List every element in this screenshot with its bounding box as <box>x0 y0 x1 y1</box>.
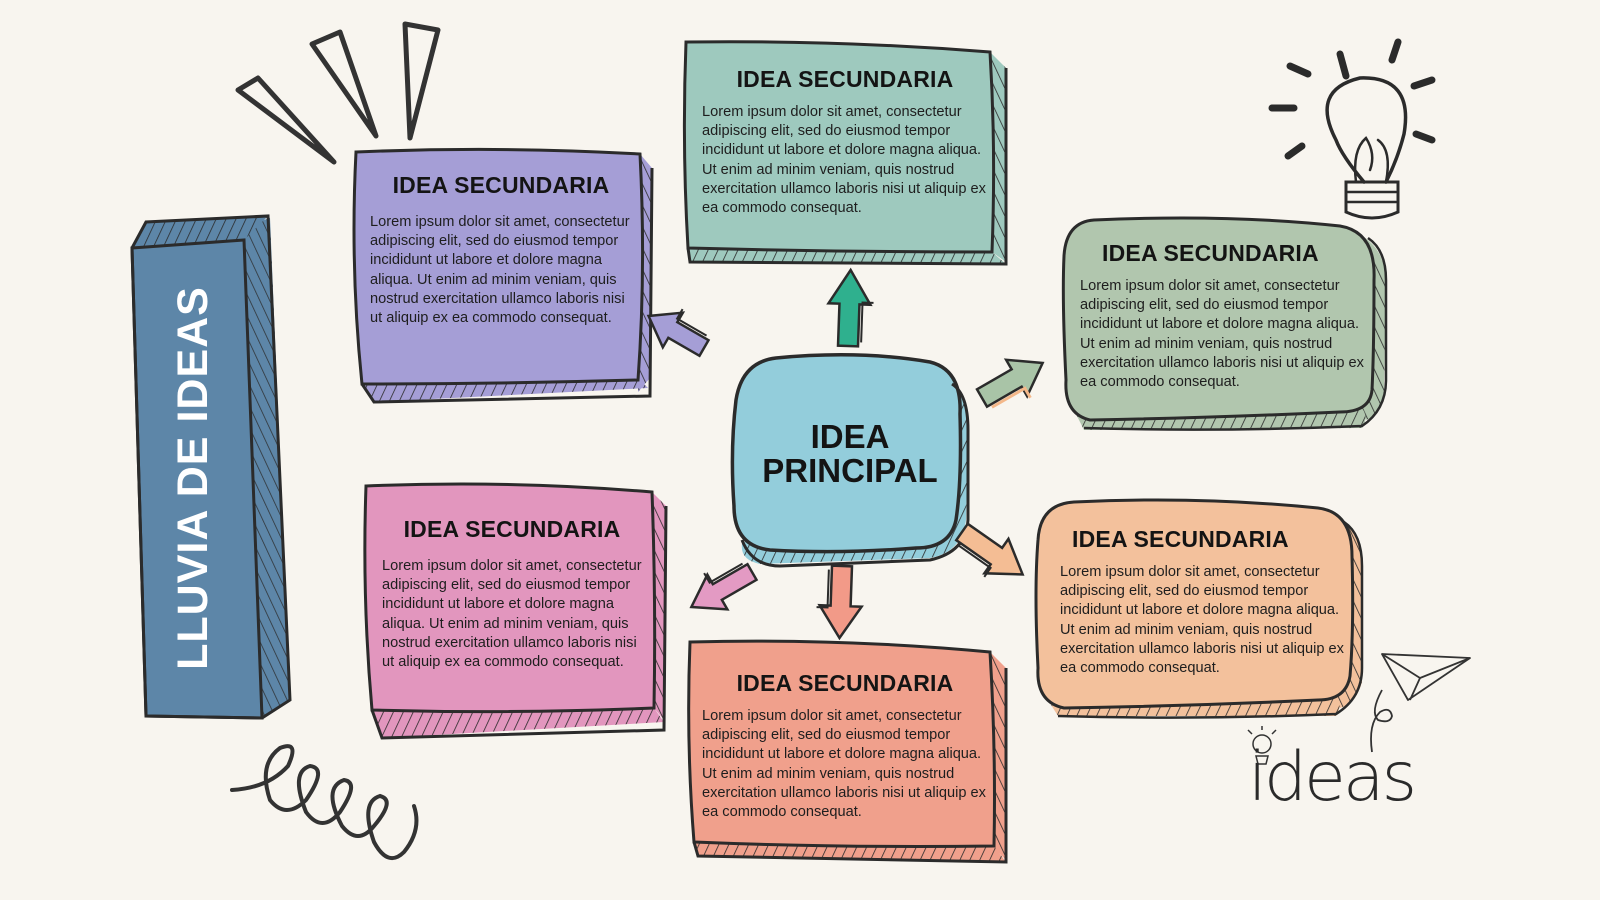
box-shape-salmon <box>687 639 1008 864</box>
small-lightbulb-icon <box>1247 726 1277 765</box>
arrow-to-salmon <box>816 564 864 641</box>
box-shape-orange <box>1034 498 1364 719</box>
main-idea-line1: IDEA <box>810 418 890 455</box>
secondary-idea-title: IDEA SECUNDARIA <box>403 516 621 542</box>
secondary-idea-title: IDEA SECUNDARIA <box>1072 526 1289 552</box>
secondary-idea-pink: IDEA SECUNDARIA Lorem ipsum dolor sit am… <box>382 516 642 672</box>
secondary-idea-teal: IDEA SECUNDARIA Lorem ipsum dolor sit am… <box>702 66 988 218</box>
secondary-idea-orange: IDEA SECUNDARIA Lorem ipsum dolor sit am… <box>1060 526 1344 678</box>
paper-plane-icon <box>1370 653 1471 753</box>
secondary-idea-title: IDEA SECUNDARIA <box>736 670 954 696</box>
side-title-bar <box>130 214 292 720</box>
arrow-to-pink <box>689 562 759 611</box>
ideas-handwritten-label: ideas <box>1248 738 1417 817</box>
box-shape-teal <box>682 40 1008 266</box>
secondary-idea-salmon: IDEA SECUNDARIA Lorem ipsum dolor sit am… <box>702 670 988 822</box>
secondary-idea-body: Lorem ipsum dolor sit amet, consectetur … <box>370 214 630 327</box>
secondary-idea-purple: IDEA SECUNDARIA Lorem ipsum dolor sit am… <box>370 172 632 328</box>
arrow-to-orange <box>954 522 1025 578</box>
arrow-to-green <box>975 358 1045 409</box>
burst-lines-doodle <box>235 21 441 165</box>
lightbulb-icon <box>1268 38 1436 220</box>
main-idea-line2: PRINCIPAL <box>762 452 938 489</box>
secondary-idea-title: IDEA SECUNDARIA <box>736 66 954 92</box>
secondary-idea-body: Lorem ipsum dolor sit amet, consectetur … <box>702 104 986 217</box>
secondary-idea-body: Lorem ipsum dolor sit amet, consectetur … <box>1060 564 1344 677</box>
side-title: LLUVIA DE IDEAS <box>169 286 217 670</box>
arrow-to-purple <box>646 308 711 358</box>
secondary-idea-green: IDEA SECUNDARIA Lorem ipsum dolor sit am… <box>1080 240 1366 392</box>
box-shape-purple <box>352 147 654 404</box>
secondary-idea-body: Lorem ipsum dolor sit amet, consectetur … <box>702 708 986 821</box>
secondary-idea-title: IDEA SECUNDARIA <box>1102 240 1319 266</box>
secondary-idea-title: IDEA SECUNDARIA <box>392 172 610 198</box>
main-idea-shape <box>730 353 970 568</box>
spiral-doodle <box>230 744 419 861</box>
secondary-idea-body: Lorem ipsum dolor sit amet, consectetur … <box>382 558 642 671</box>
secondary-idea-body: Lorem ipsum dolor sit amet, consectetur … <box>1080 278 1364 391</box>
box-shape-green <box>1061 216 1388 431</box>
arrow-to-teal <box>826 267 874 348</box>
box-shape-pink <box>363 482 668 740</box>
main-idea-title: IDEA PRINCIPAL <box>730 420 970 488</box>
